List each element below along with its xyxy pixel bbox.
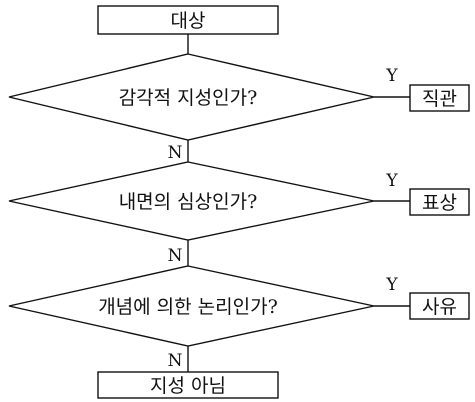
result-box-1 <box>409 84 470 112</box>
end-box <box>97 371 279 399</box>
start-box-label: 대상 <box>171 10 206 32</box>
yes-label-3: Y <box>385 275 398 295</box>
decision-question-3: 개념에 의한 논리인가? <box>98 296 278 318</box>
yes-label-1: Y <box>385 66 398 86</box>
result-label-1: 직관 <box>422 88 457 110</box>
no-label-3: N <box>168 351 183 371</box>
result-label-3: 사유 <box>422 296 457 318</box>
decision-question-1: 감각적 지성인가? <box>119 87 258 109</box>
result-label-2: 표상 <box>422 192 457 214</box>
end-box-label: 지성 아님 <box>150 375 226 397</box>
decision-question-2: 내면의 심상인가? <box>119 191 258 213</box>
no-label-1: N <box>168 143 183 163</box>
yes-label-2: Y <box>385 171 398 191</box>
result-box-2 <box>409 188 470 216</box>
no-label-2: N <box>168 246 183 266</box>
result-box-3 <box>409 292 470 320</box>
